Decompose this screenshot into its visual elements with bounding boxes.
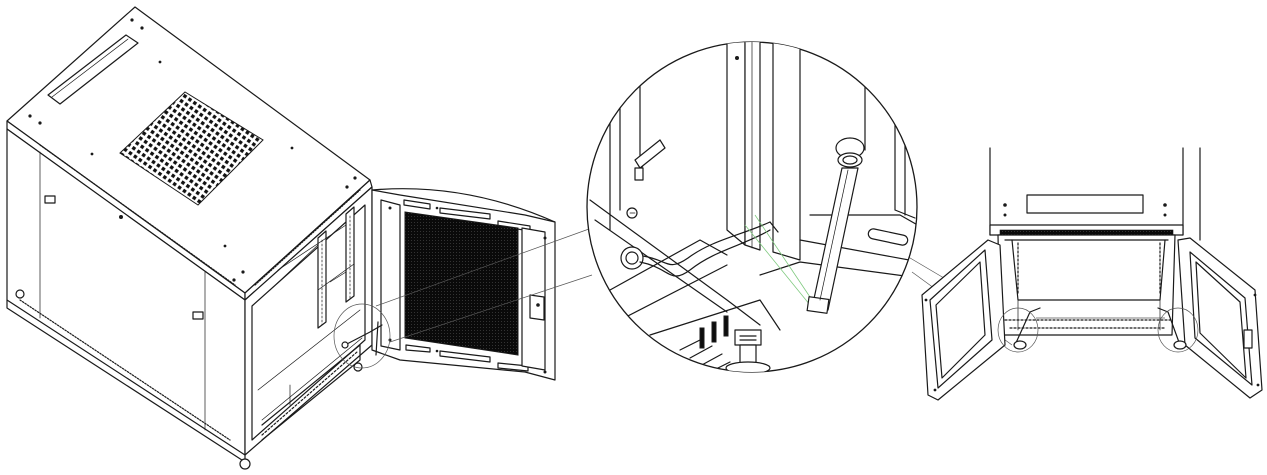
- right-cable-slot: [1026, 194, 1144, 214]
- detail-stay-arm-right: [806, 137, 865, 314]
- side-lock-icon: [44, 195, 56, 204]
- callout-circle-right-2: [1157, 307, 1199, 353]
- top-cable-slot: [47, 34, 139, 105]
- alignment-guide-line: [744, 224, 811, 306]
- right-view-right-door: [1177, 237, 1263, 399]
- top-vent-perforation: [119, 91, 264, 206]
- detail-leveling-foot: [725, 329, 771, 372]
- side-lock-icon-2: [192, 311, 204, 320]
- foot-2: [239, 458, 251, 470]
- interior-mounting-rails: [257, 206, 363, 421]
- cabinet-front-opening: [251, 204, 366, 441]
- right-view-stay-arm-right: [1157, 307, 1181, 346]
- detail-circle-view: [586, 41, 918, 373]
- door-handle: [529, 294, 545, 321]
- foot-1: [15, 289, 25, 299]
- callout-circle-right-1: [997, 307, 1039, 353]
- open-front-door: [371, 188, 556, 381]
- callout-circle-left: [333, 303, 391, 369]
- detail-stay-arm-left: [620, 221, 779, 277]
- right-door-handle: [1243, 329, 1253, 349]
- cabinet-open-door-view: [6, 6, 556, 470]
- top-screw-dots: [28, 18, 357, 282]
- detail-vertical-frame: [726, 42, 746, 246]
- right-view-left-door: [921, 239, 1006, 401]
- double-doors-view: [921, 147, 1263, 401]
- right-vent-strip: [999, 229, 1174, 236]
- door-mesh-panel: [404, 211, 519, 356]
